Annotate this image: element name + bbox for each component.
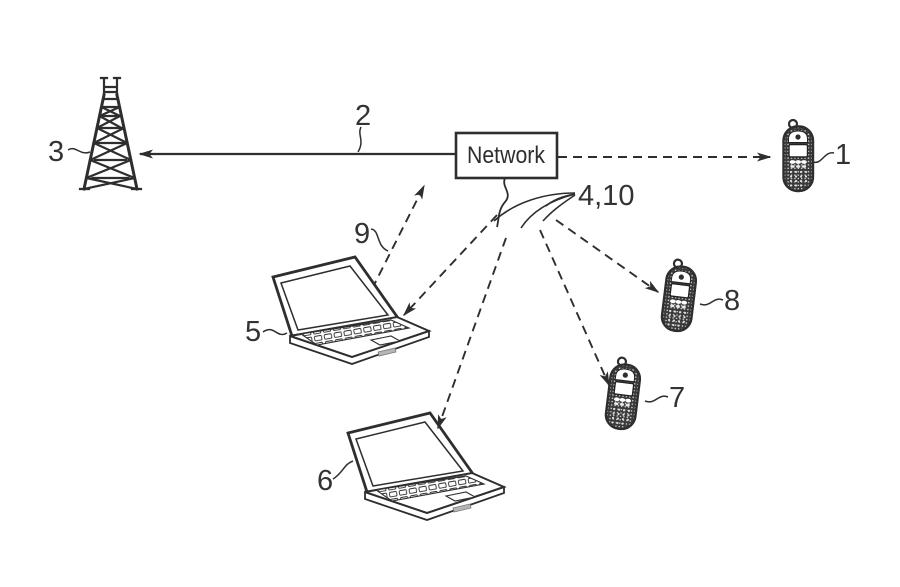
label-5: 5: [245, 316, 261, 348]
downlink-to-laptop-6: [437, 237, 507, 430]
label-4-10: 4,10: [578, 180, 634, 212]
label-leader-9: [370, 228, 389, 252]
air-interface-pointer-4-10: [493, 192, 576, 229]
label-1: 1: [835, 139, 851, 171]
label-leader-7: [644, 395, 669, 403]
reference-labels: 1 2 3 4,10 5 6 7 8 9: [48, 100, 851, 497]
downlink-to-phone-8: [555, 219, 660, 293]
laptop-5: [271, 255, 431, 366]
uplink-arrow-9: [371, 184, 425, 290]
label-leader-3: [67, 148, 91, 154]
label-leader-5: [262, 328, 288, 336]
mobile-phone-7: [603, 355, 644, 432]
laptop-6: [346, 411, 506, 522]
label-leader-6: [332, 460, 354, 480]
label-3: 3: [48, 136, 64, 168]
label-6: 6: [317, 465, 333, 497]
mobile-phone-8: [659, 257, 700, 334]
label-leader-2: [357, 126, 362, 153]
network-feed-squiggle: [496, 177, 509, 228]
mobile-phone-1: [782, 118, 815, 193]
downlink-to-laptop-5: [402, 214, 498, 317]
label-9: 9: [354, 218, 370, 250]
label-8: 8: [724, 285, 740, 317]
label-leader-8: [699, 298, 724, 306]
label-2: 2: [355, 100, 371, 132]
label-leader-1: [812, 152, 835, 164]
label-7: 7: [669, 382, 685, 414]
cell-tower: [78, 76, 143, 191]
network-box-label: Network: [467, 142, 546, 169]
downlink-to-phone-7: [539, 229, 610, 387]
network-box: Network: [454, 131, 559, 180]
